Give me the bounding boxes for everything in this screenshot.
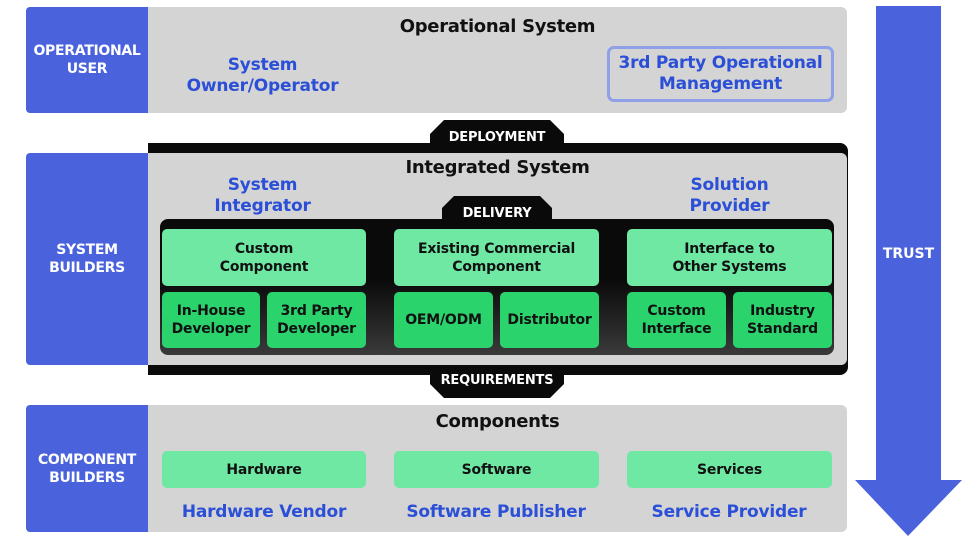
operational-system-title: Operational System xyxy=(399,16,596,37)
trust-arrow xyxy=(855,6,962,536)
in-house-developer-box: In-House Developer xyxy=(162,292,260,348)
custom-component-box: Custom Component xyxy=(162,229,366,286)
oem-odm-box: OEM/ODM xyxy=(394,292,493,348)
third-party-operational-management: 3rd Party Operational Management xyxy=(607,46,834,102)
delivery-arrow xyxy=(442,196,552,224)
operational-user-label: OPERATIONAL USER xyxy=(26,7,148,113)
deployment-label: DEPLOYMENT xyxy=(448,130,546,145)
existing-commercial-component-box: Existing Commercial Component xyxy=(394,229,599,286)
requirements-label: REQUIREMENTS xyxy=(440,373,554,388)
third-party-developer-box: 3rd Party Developer xyxy=(267,292,366,348)
hardware-vendor-label: Hardware Vendor xyxy=(181,502,347,522)
distributor-box: Distributor xyxy=(500,292,599,348)
system-owner-operator: System Owner/Operator xyxy=(186,55,339,96)
delivery-label: DELIVERY xyxy=(462,206,532,221)
service-provider-label: Service Provider xyxy=(651,502,807,522)
components-title: Components xyxy=(435,411,560,432)
services-box: Services xyxy=(627,451,832,488)
hardware-box: Hardware xyxy=(162,451,366,488)
interface-to-other-systems-box: Interface to Other Systems xyxy=(627,229,832,286)
industry-standard-box: Industry Standard xyxy=(733,292,832,348)
component-builders-label: COMPONENT BUILDERS xyxy=(26,405,148,532)
system-builders-label: SYSTEM BUILDERS xyxy=(26,153,148,365)
solution-provider: Solution Provider xyxy=(689,175,770,216)
software-box: Software xyxy=(394,451,599,488)
integrated-system-title: Integrated System xyxy=(405,157,590,178)
trust-label: TRUST xyxy=(882,246,935,262)
system-integrator: System Integrator xyxy=(214,175,311,216)
custom-interface-box: Custom Interface xyxy=(627,292,726,348)
operational-system-panel xyxy=(148,7,847,113)
requirements-arrow xyxy=(430,366,564,398)
software-publisher-label: Software Publisher xyxy=(406,502,586,522)
